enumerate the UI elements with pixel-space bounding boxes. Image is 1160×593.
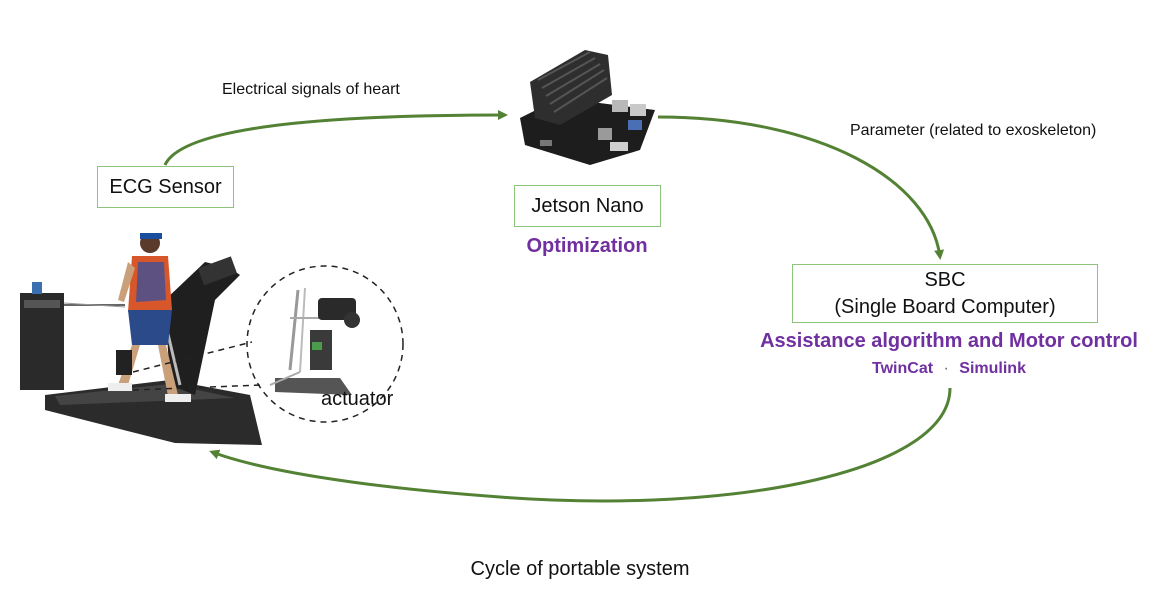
jetson-nano-label: Jetson Nano: [531, 194, 644, 217]
edge-label-jetson-to-sbc: Parameter (related to exoskeleton): [850, 122, 1097, 139]
ecg-sensor-box: ECG Sensor: [97, 166, 234, 208]
actuator-label: actuator: [321, 388, 394, 410]
sbc-tools: TwinCat · Simulink: [852, 360, 1046, 378]
edge-label-ecg-to-jetson: Electrical signals of heart: [222, 81, 400, 98]
arrow-sbc-to-treadmill: [209, 387, 952, 503]
exoskeleton-actuator-illustration: [269, 287, 360, 395]
sbc-title: SBC: [924, 268, 966, 291]
arrow-jetson-to-sbc: [657, 115, 945, 260]
treadmill-walker-illustration: [20, 233, 262, 445]
tool-twincat: TwinCat: [872, 360, 934, 377]
footer-caption: Cycle of portable system: [470, 558, 690, 580]
sbc-subtitle: (Single Board Computer): [834, 295, 1056, 318]
jetson-nano-box: Jetson Nano: [514, 185, 661, 227]
actuator-zoom-circle: [246, 265, 404, 423]
arrow-ecg-to-jetson: [163, 110, 508, 166]
jetson-nano-board-icon: [520, 50, 655, 165]
tool-simulink: Simulink: [959, 360, 1026, 377]
sbc-box: SBC (Single Board Computer): [792, 264, 1098, 323]
ecg-sensor-label: ECG Sensor: [109, 175, 222, 198]
sbc-caption: Assistance algorithm and Motor control: [760, 330, 1138, 352]
zoom-line-top: [132, 341, 253, 373]
tool-separator: ·: [943, 360, 949, 377]
jetson-caption: Optimization: [526, 235, 648, 257]
